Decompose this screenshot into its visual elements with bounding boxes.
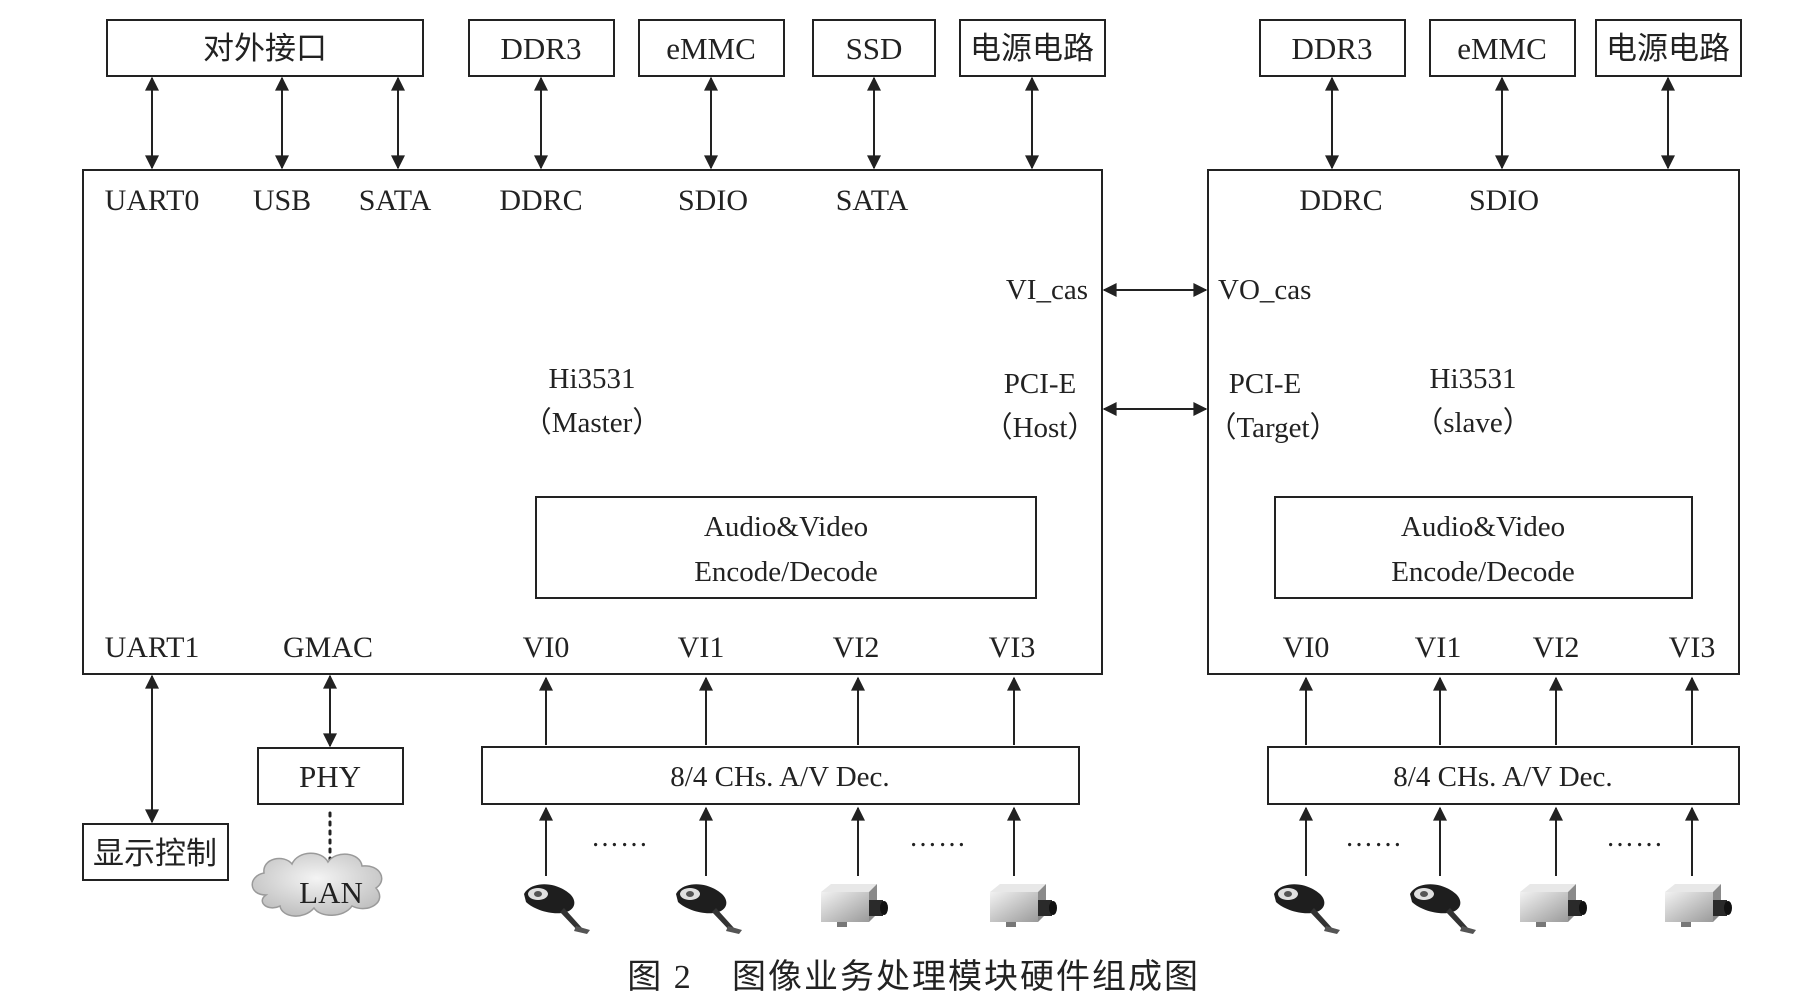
slave-port-vi1: VI1 bbox=[1415, 631, 1462, 664]
master-power-label: 电源电路 bbox=[970, 31, 1094, 66]
slave-codec-line1: Audio&Video bbox=[1401, 511, 1565, 543]
master-ssd-box: SSD bbox=[812, 19, 936, 77]
lan-cloud: LAN bbox=[251, 852, 383, 917]
slave-camera-arrows bbox=[1299, 806, 1699, 876]
caption-number: 图 2 bbox=[627, 959, 693, 996]
slave-port-vi3: VI3 bbox=[1669, 631, 1716, 664]
dome-camera-icon bbox=[676, 884, 742, 934]
slave-vi-arrows bbox=[1299, 676, 1699, 745]
master-port-vi2: VI2 bbox=[833, 631, 880, 664]
phy-box: PHY bbox=[257, 747, 404, 805]
slave-ddr3-label: DDR3 bbox=[1292, 31, 1373, 66]
master-port-gmac: GMAC bbox=[283, 631, 373, 664]
master-vi-arrows bbox=[539, 676, 1021, 745]
master-codec-box: Audio&Video Encode/Decode bbox=[535, 496, 1037, 599]
master-codec-line1: Audio&Video bbox=[704, 511, 868, 543]
slave-pcie-role: （Target） bbox=[1207, 412, 1338, 444]
master-port-sata2: SATA bbox=[836, 184, 909, 217]
slave-vo-cas-label: VO_cas bbox=[1218, 274, 1311, 306]
slave-chip: DDRC SDIO VO_cas PCI-E （Target） Hi3531 （… bbox=[1207, 169, 1740, 675]
external-interface-box: 对外接口 bbox=[106, 19, 424, 77]
master-power-box: 电源电路 bbox=[959, 19, 1106, 77]
slave-chip-role: （slave） bbox=[1414, 407, 1532, 439]
master-codec-line2: Encode/Decode bbox=[694, 556, 878, 588]
master-ddr3-box: DDR3 bbox=[468, 19, 615, 77]
slave-decoder-label: 8/4 CHs. A/V Dec. bbox=[1393, 761, 1612, 793]
master-port-ddrc: DDRC bbox=[499, 184, 582, 217]
master-port-sata: SATA bbox=[359, 184, 432, 217]
slave-ellipsis-1: …… bbox=[1345, 822, 1403, 853]
slave-codec-box: Audio&Video Encode/Decode bbox=[1274, 496, 1693, 599]
dome-camera-icon bbox=[524, 884, 590, 934]
master-decoder-label: 8/4 CHs. A/V Dec. bbox=[670, 761, 889, 793]
external-interface-label: 对外接口 bbox=[203, 31, 327, 66]
slave-emmc-box: eMMC bbox=[1429, 19, 1576, 77]
master-pcie-label: PCI-E bbox=[1004, 368, 1077, 400]
master-ellipsis-1: …… bbox=[591, 822, 649, 853]
figure-caption: 图 2 图像业务处理模块硬件组成图 bbox=[627, 958, 1200, 996]
master-ellipsis-2: …… bbox=[909, 822, 967, 853]
box-camera-icon bbox=[821, 884, 888, 927]
caption-title: 图像业务处理模块硬件组成图 bbox=[732, 958, 1200, 996]
master-decoder-box: 8/4 CHs. A/V Dec. bbox=[481, 746, 1080, 805]
cloud-icon bbox=[251, 852, 383, 917]
top-connectors bbox=[145, 76, 1675, 170]
slave-emmc-label: eMMC bbox=[1457, 31, 1547, 66]
master-chip-name: Hi3531 bbox=[549, 363, 636, 395]
master-chip: UART0 USB SATA DDRC SDIO SATA VI_cas PCI… bbox=[82, 169, 1103, 675]
slave-pcie-label: PCI-E bbox=[1229, 368, 1302, 400]
master-port-sdio: SDIO bbox=[678, 184, 748, 217]
display-control-label: 显示控制 bbox=[93, 836, 217, 871]
dome-camera-icon bbox=[1410, 884, 1476, 934]
master-emmc-box: eMMC bbox=[638, 19, 785, 77]
display-control-box: 显示控制 bbox=[82, 823, 229, 881]
slave-port-ddrc: DDRC bbox=[1299, 184, 1382, 217]
slave-port-sdio: SDIO bbox=[1469, 184, 1539, 217]
master-emmc-label: eMMC bbox=[666, 31, 756, 66]
slave-ddr3-box: DDR3 bbox=[1259, 19, 1406, 77]
slave-power-box: 电源电路 bbox=[1595, 19, 1742, 77]
slave-ellipsis-2: …… bbox=[1606, 822, 1664, 853]
dome-camera-icon bbox=[1274, 884, 1340, 934]
master-port-uart1: UART1 bbox=[105, 631, 200, 664]
box-camera-icon bbox=[990, 884, 1057, 927]
master-port-usb: USB bbox=[253, 184, 311, 217]
master-camera-arrows bbox=[539, 806, 1021, 876]
lan-label: LAN bbox=[299, 875, 363, 910]
slave-chip-name: Hi3531 bbox=[1430, 363, 1517, 395]
box-camera-icon bbox=[1665, 884, 1732, 927]
master-chip-role: （Master） bbox=[523, 407, 662, 439]
slave-port-vi0: VI0 bbox=[1283, 631, 1330, 664]
master-port-vi1: VI1 bbox=[678, 631, 725, 664]
master-port-uart0: UART0 bbox=[105, 184, 200, 217]
master-vi-cas-label: VI_cas bbox=[1006, 274, 1088, 306]
phy-label: PHY bbox=[299, 759, 361, 794]
slave-power-label: 电源电路 bbox=[1606, 31, 1730, 66]
master-port-vi0: VI0 bbox=[523, 631, 570, 664]
master-ssd-label: SSD bbox=[846, 31, 903, 66]
slave-port-vi2: VI2 bbox=[1533, 631, 1580, 664]
box-camera-icon bbox=[1520, 884, 1587, 927]
slave-decoder-box: 8/4 CHs. A/V Dec. bbox=[1267, 746, 1740, 805]
master-ddr3-label: DDR3 bbox=[501, 31, 582, 66]
master-port-vi3: VI3 bbox=[989, 631, 1036, 664]
master-pcie-role: （Host） bbox=[984, 412, 1097, 444]
slave-codec-line2: Encode/Decode bbox=[1391, 556, 1575, 588]
